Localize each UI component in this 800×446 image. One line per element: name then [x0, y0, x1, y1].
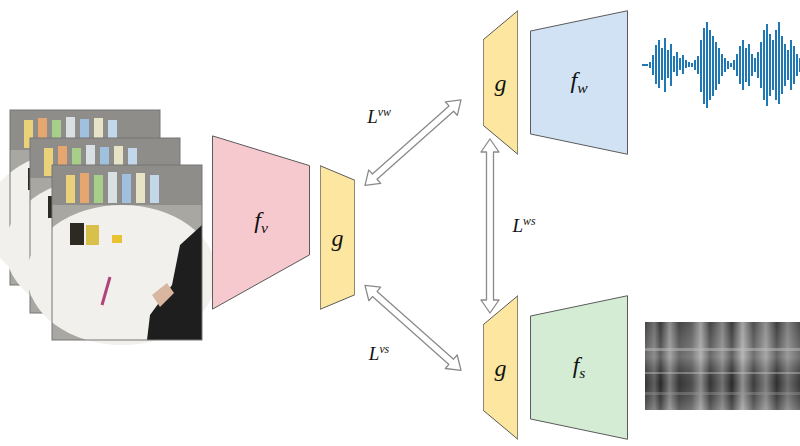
block-label: fs	[573, 353, 586, 381]
projection-block: g	[483, 295, 518, 440]
spectrogram	[645, 322, 800, 410]
block-label: g	[332, 226, 344, 250]
loss-label: Lws	[510, 215, 537, 236]
block-label: g	[495, 356, 507, 380]
block-label: fv	[254, 208, 268, 236]
projection-block: g	[320, 165, 355, 310]
waveform	[642, 22, 800, 108]
loss-label: Lvs	[367, 343, 391, 364]
block-label: fw	[570, 68, 587, 96]
encoder-block: fw	[530, 10, 628, 155]
encoder-block: fv	[212, 135, 310, 310]
loss-label: Lvw	[365, 106, 393, 127]
loss-arrow	[365, 285, 461, 370]
encoder-block: fs	[530, 295, 628, 440]
projection-block: g	[483, 10, 518, 155]
loss-arrow	[365, 100, 461, 185]
loss-arrow	[481, 139, 499, 313]
block-label: g	[495, 71, 507, 95]
